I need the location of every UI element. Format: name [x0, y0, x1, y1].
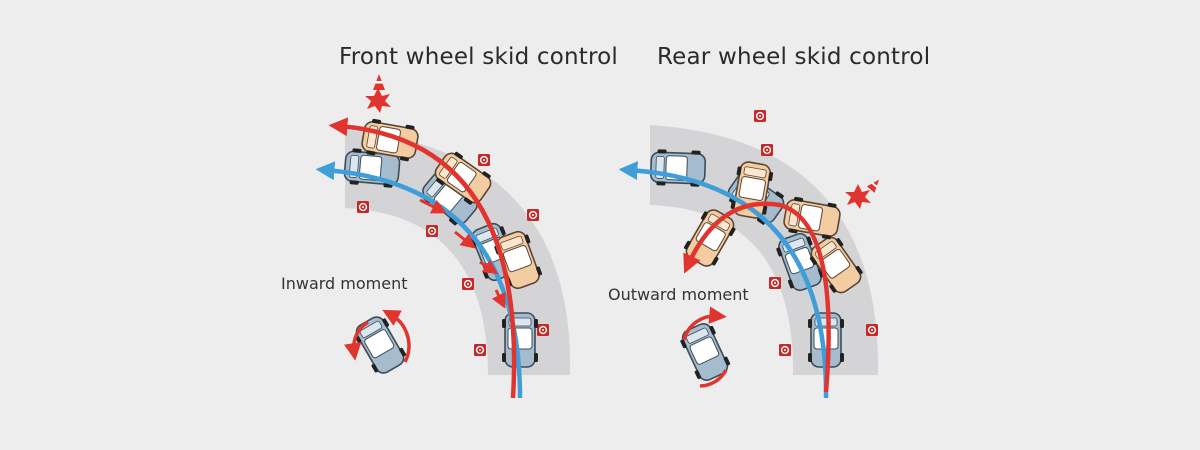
rear-skid-path [683, 201, 831, 393]
cone-marker-icon [425, 224, 439, 238]
front-panel [315, 74, 571, 399]
rear-controlled-path [618, 161, 829, 399]
front-skid-path [328, 117, 517, 399]
rear-panel [618, 109, 880, 399]
cone-marker-icon [768, 276, 782, 290]
cone-marker-icon [356, 200, 370, 214]
rear-panel-title: Rear wheel skid control [657, 44, 931, 70]
traffic-cone-icon [866, 179, 880, 193]
cone-marker-icon [477, 153, 491, 167]
inward-moment-label: Inward moment [281, 274, 408, 293]
collision-burst-icon [365, 88, 391, 113]
cone-marker-icon [760, 143, 774, 157]
cone-marker-icon [473, 343, 487, 357]
rotation-arrow-icon [344, 320, 369, 361]
cone-marker-icon [461, 277, 475, 291]
correction-arrow-icon [491, 289, 506, 309]
front-panel-title: Front wheel skid control [339, 44, 619, 70]
cone-marker-icon [526, 208, 540, 222]
outward-moment-label: Outward moment [608, 285, 749, 304]
traffic-cone-icon [373, 74, 385, 90]
collision-burst-icon [845, 184, 871, 209]
cone-marker-icon [753, 109, 767, 123]
cone-marker-icon [536, 323, 550, 337]
rotation-arrow-icon [382, 309, 411, 363]
cone-marker-icon [778, 343, 792, 357]
correction-arrow-icon [419, 198, 447, 214]
correction-arrow-icon [454, 230, 476, 249]
rotation-arrow-icon [699, 369, 728, 388]
rotation-arrow-icon [682, 306, 727, 341]
cone-marker-icon [865, 323, 879, 337]
correction-arrow-icon [479, 259, 499, 275]
